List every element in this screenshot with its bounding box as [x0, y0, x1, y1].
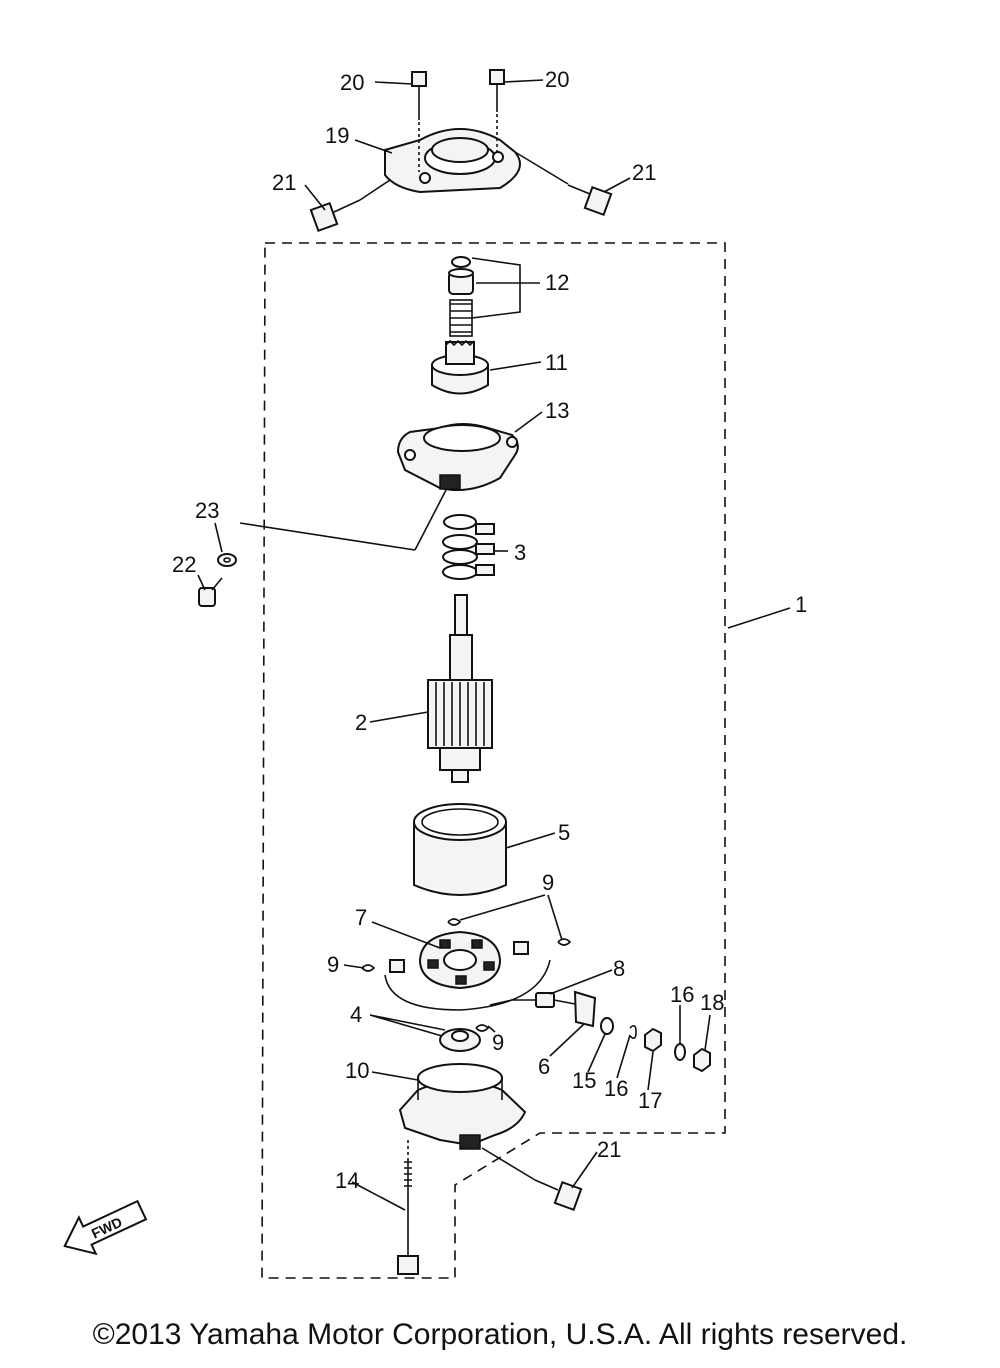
callout-13: 13 [545, 398, 569, 423]
callout-12: 12 [545, 270, 569, 295]
callout-19: 19 [325, 123, 349, 148]
part-21-bolt-top-left [309, 199, 361, 233]
brush-right [513, 941, 529, 955]
callout-17: 17 [638, 1088, 662, 1113]
callout-2: 2 [355, 710, 367, 735]
part-11-drive-pinion [431, 339, 489, 395]
part-13-front-housing [396, 423, 519, 491]
part-4-bush [439, 1028, 481, 1052]
callout-14: 14 [335, 1168, 359, 1193]
callout-7: 7 [355, 905, 367, 930]
callout-23: 23 [195, 498, 219, 523]
part-23-washer [217, 553, 237, 567]
part-14-through-bolt [397, 1158, 419, 1275]
callout-9-top: 9 [542, 870, 554, 895]
callout-11: 11 [545, 350, 568, 375]
callout-16-left: 16 [604, 1076, 628, 1101]
copyright-notice: ©2013 Yamaha Motor Corporation, U.S.A. A… [92, 1318, 908, 1351]
part-6-insulator [573, 990, 597, 1028]
part-12-pinion-stop-set [448, 256, 474, 337]
callout-8: 8 [613, 956, 625, 981]
part-5-yoke [413, 803, 507, 896]
callout-9-left: 9 [327, 952, 339, 977]
part-21-bolt-top-right [567, 184, 613, 217]
callout-21-bottom: 21 [597, 1137, 621, 1162]
part-9-clip-right [557, 938, 572, 946]
part-10-rear-housing [398, 1063, 527, 1150]
part-9-clip-left [361, 964, 376, 972]
callout-20-left: 20 [340, 70, 364, 95]
part-3-spring-set [442, 514, 495, 580]
fwd-arrow-icon: FWD [63, 1199, 148, 1256]
starter-motor-exploded-diagram: FWD 20 20 19 21 21 12 11 [63, 67, 807, 1279]
part-2-armature [427, 594, 493, 783]
part-15-washer [600, 1017, 614, 1035]
part-21-bolt-bottom [534, 1179, 583, 1212]
callout-5: 5 [558, 820, 570, 845]
callout-21-top-left: 21 [272, 170, 296, 195]
callout-10: 10 [345, 1058, 369, 1083]
callout-1: 1 [795, 592, 807, 617]
callout-22: 22 [172, 552, 196, 577]
part-18-nut [693, 1047, 711, 1073]
part-16-lock-washer-b [674, 1043, 686, 1061]
part-22-screw [198, 577, 223, 607]
part-8-terminal-bolt [512, 992, 555, 1008]
part-19-bracket [384, 128, 521, 194]
callout-15: 15 [572, 1068, 596, 1093]
part-16-lock-washer-a [629, 1024, 637, 1040]
part-9-clip-bottom [475, 1024, 490, 1032]
callout-4: 4 [350, 1002, 362, 1027]
callout-21-top-right: 21 [632, 160, 656, 185]
part-20-bolt-right [489, 69, 505, 112]
callout-9-bottom: 9 [492, 1030, 504, 1055]
callout-20-right: 20 [545, 67, 569, 92]
leader-lines [197, 79, 791, 1211]
part-17-nut [644, 1027, 662, 1053]
callout-16-right: 16 [670, 982, 694, 1007]
part-9-clip-top [447, 918, 462, 926]
part-7-brush-holder [418, 930, 502, 990]
assembly-boundary [261, 242, 726, 1279]
brush-left [389, 959, 405, 973]
callout-3: 3 [514, 540, 526, 565]
part-20-bolt-left [411, 71, 427, 120]
callout-6: 6 [538, 1054, 550, 1079]
callout-18: 18 [700, 990, 724, 1015]
